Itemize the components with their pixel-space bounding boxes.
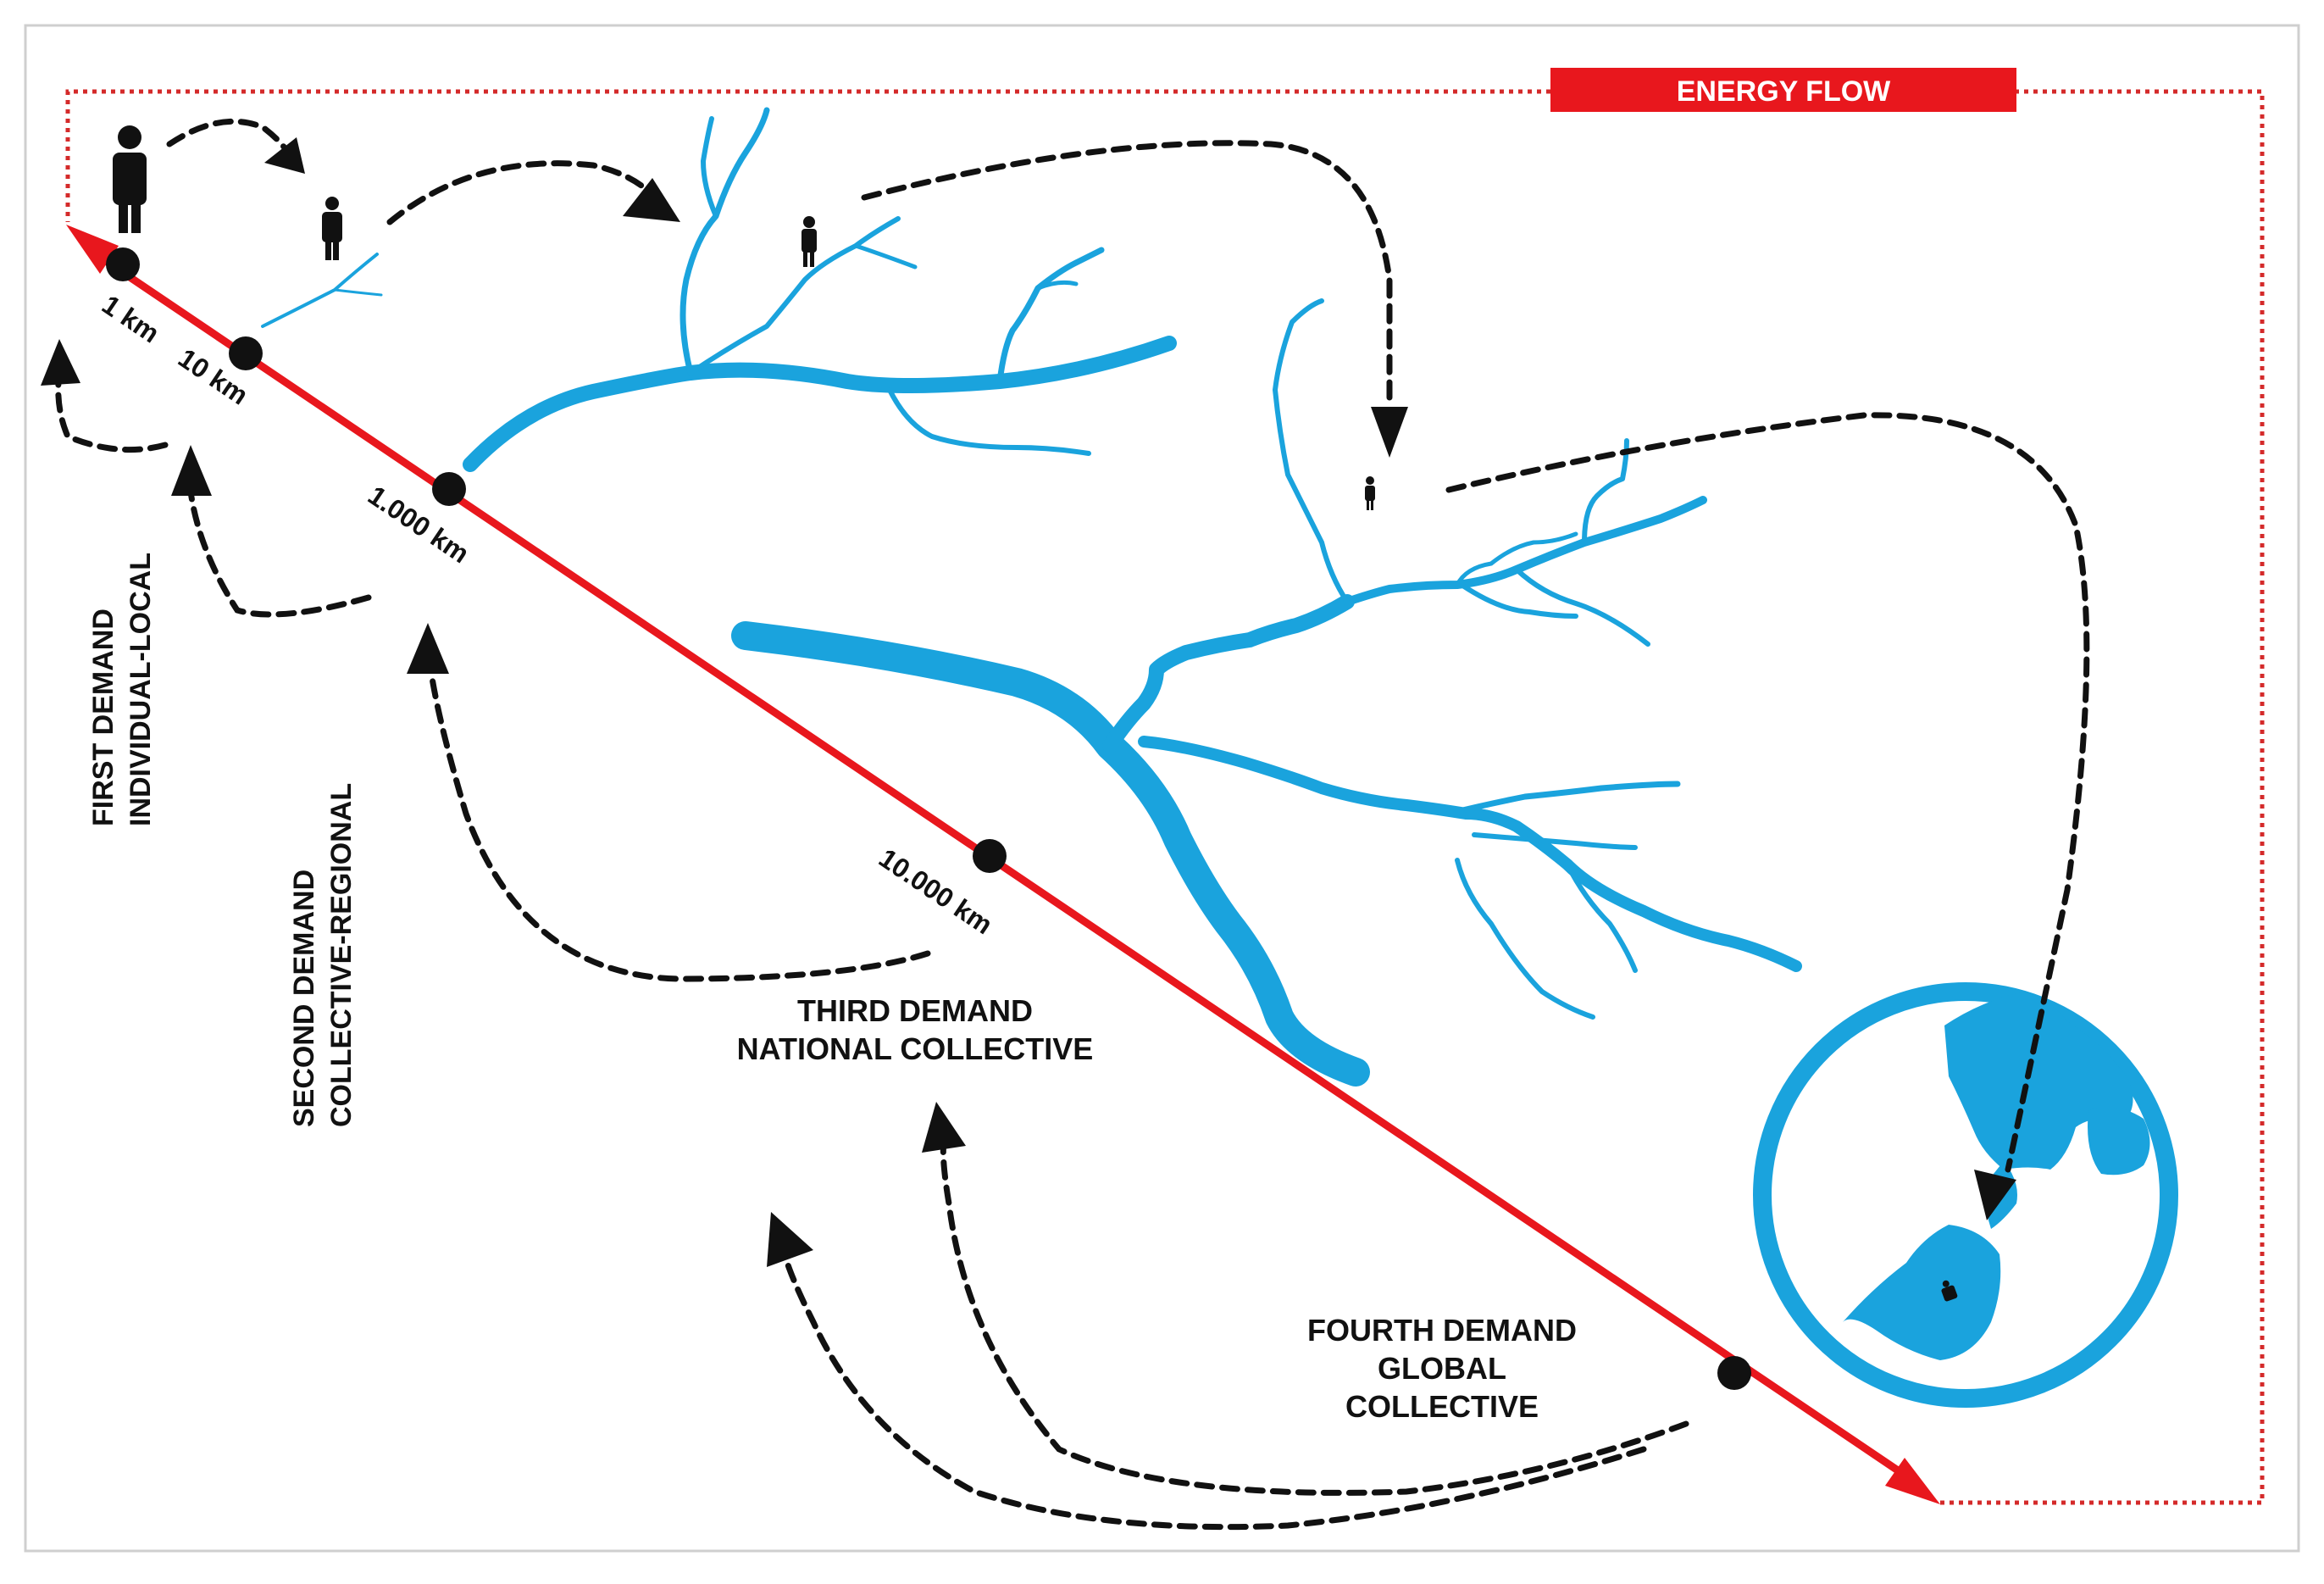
person-icon bbox=[113, 125, 147, 233]
svg-text:COLLECTIVE: COLLECTIVE bbox=[1345, 1389, 1539, 1424]
dashed-arrow-icon bbox=[171, 445, 372, 618]
svg-text:GLOBAL: GLOBAL bbox=[1378, 1351, 1506, 1386]
person-icon bbox=[322, 197, 342, 260]
scale-marker-dot bbox=[1717, 1356, 1751, 1390]
scale-arrowhead-top-icon bbox=[66, 225, 119, 274]
dashed-arrow-icon bbox=[767, 1212, 1647, 1531]
person-icon bbox=[801, 216, 817, 267]
globe-icon bbox=[1753, 982, 2178, 1408]
distance-scale-line bbox=[104, 258, 1902, 1475]
dashed-arrow-icon bbox=[166, 118, 305, 174]
svg-text:INDIVIDUAL-LOCAL: INDIVIDUAL-LOCAL bbox=[125, 553, 157, 826]
scale-arrowhead-bottom-icon bbox=[1885, 1458, 1940, 1504]
dashed-arrow-icon bbox=[1445, 412, 2090, 1220]
third-demand-label: THIRD DEMAND NATIONAL COLLECTIVE bbox=[737, 993, 1094, 1066]
person-icon bbox=[1365, 476, 1375, 510]
svg-text:SECOND DEMAND: SECOND DEMAND bbox=[288, 870, 320, 1127]
svg-text:NATIONAL COLLECTIVE: NATIONAL COLLECTIVE bbox=[737, 1031, 1094, 1066]
river-network-icon bbox=[463, 107, 1177, 472]
scale-marker-dot bbox=[973, 839, 1007, 873]
dashed-arrow-icon bbox=[41, 339, 169, 453]
river-network-icon bbox=[731, 298, 1802, 1087]
energy-flow-label: ENERGY FLOW bbox=[1677, 75, 1891, 108]
svg-text:FOURTH DEMAND: FOURTH DEMAND bbox=[1307, 1313, 1577, 1348]
energy-flow-loop bbox=[65, 89, 2265, 1505]
scale-marker-dot bbox=[229, 336, 263, 370]
second-demand-label: SECOND DEMAND COLLECTIVE-REGIONAL bbox=[288, 783, 358, 1127]
energy-flow-banner bbox=[1550, 68, 2016, 112]
river-network-icon bbox=[261, 253, 383, 328]
svg-text:FIRST DEMAND: FIRST DEMAND bbox=[87, 609, 119, 826]
dashed-arrow-icon bbox=[407, 623, 931, 982]
dashed-arrow-icon bbox=[386, 160, 680, 225]
dashed-arrow-icon bbox=[861, 140, 1408, 458]
dashed-arrow-icon bbox=[922, 1102, 1689, 1496]
outer-frame bbox=[24, 24, 2300, 1553]
fourth-demand-label: FOURTH DEMAND GLOBAL COLLECTIVE bbox=[1307, 1313, 1577, 1424]
scale-marker-dot bbox=[106, 247, 140, 281]
first-demand-label: FIRST DEMAND INDIVIDUAL-LOCAL bbox=[87, 553, 157, 826]
svg-text:THIRD DEMAND: THIRD DEMAND bbox=[797, 993, 1033, 1028]
scale-marker-dot bbox=[432, 472, 466, 506]
svg-text:COLLECTIVE-REGIONAL: COLLECTIVE-REGIONAL bbox=[325, 783, 358, 1127]
